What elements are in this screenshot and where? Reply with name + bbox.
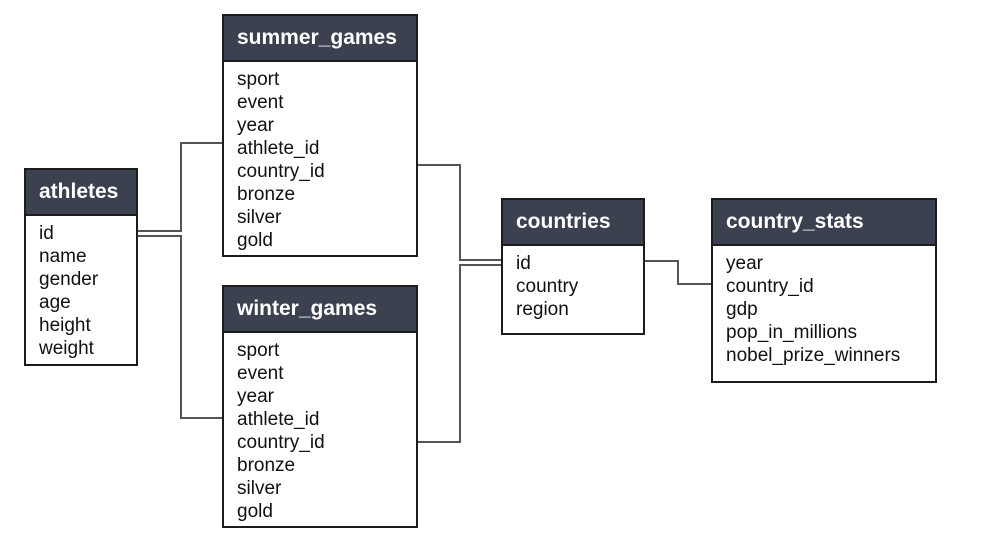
field-name: athlete_id: [237, 409, 320, 430]
field-name: gold: [237, 501, 273, 522]
field-name: id: [516, 253, 531, 274]
connector-summer-games-countries: [418, 164, 502, 261]
field-name: weight: [39, 338, 94, 359]
connector-countries-country-stats: [645, 260, 712, 285]
field-name: bronze: [237, 184, 296, 205]
field-name: bronze: [237, 455, 296, 476]
table-title: winter_games: [224, 287, 416, 333]
connector-athletes-winter-games: [138, 235, 224, 419]
field-name: age: [39, 292, 71, 313]
table-title: summer_games: [224, 16, 416, 62]
field-name: year: [237, 115, 274, 136]
table-title: countries: [503, 200, 643, 246]
field-name: id: [39, 223, 54, 244]
field-name: year: [726, 253, 763, 274]
table-title: athletes: [26, 170, 136, 216]
connector-athletes-summer-games: [138, 142, 224, 232]
field-name: sport: [237, 340, 280, 361]
field-name: country_id: [726, 276, 814, 297]
field-name: country: [516, 276, 579, 297]
field-name: silver: [237, 207, 282, 228]
field-name: pop_in_millions: [726, 322, 857, 343]
field-name: name: [39, 246, 87, 267]
field-name: athlete_id: [237, 138, 320, 159]
field-name: silver: [237, 478, 282, 499]
table-title: country_stats: [713, 200, 935, 246]
field-name: sport: [237, 69, 280, 90]
field-name: country_id: [237, 161, 325, 182]
field-name: year: [237, 386, 274, 407]
field-name: nobel_prize_winners: [726, 345, 901, 366]
field-name: gold: [237, 230, 273, 251]
field-name: country_id: [237, 432, 325, 453]
field-name: region: [516, 299, 569, 320]
field-name: gender: [39, 269, 99, 290]
field-name: gdp: [726, 299, 758, 320]
field-name: event: [237, 92, 284, 113]
connector-winter-games-countries: [418, 264, 502, 443]
field-name: height: [39, 315, 91, 336]
field-name: event: [237, 363, 284, 384]
